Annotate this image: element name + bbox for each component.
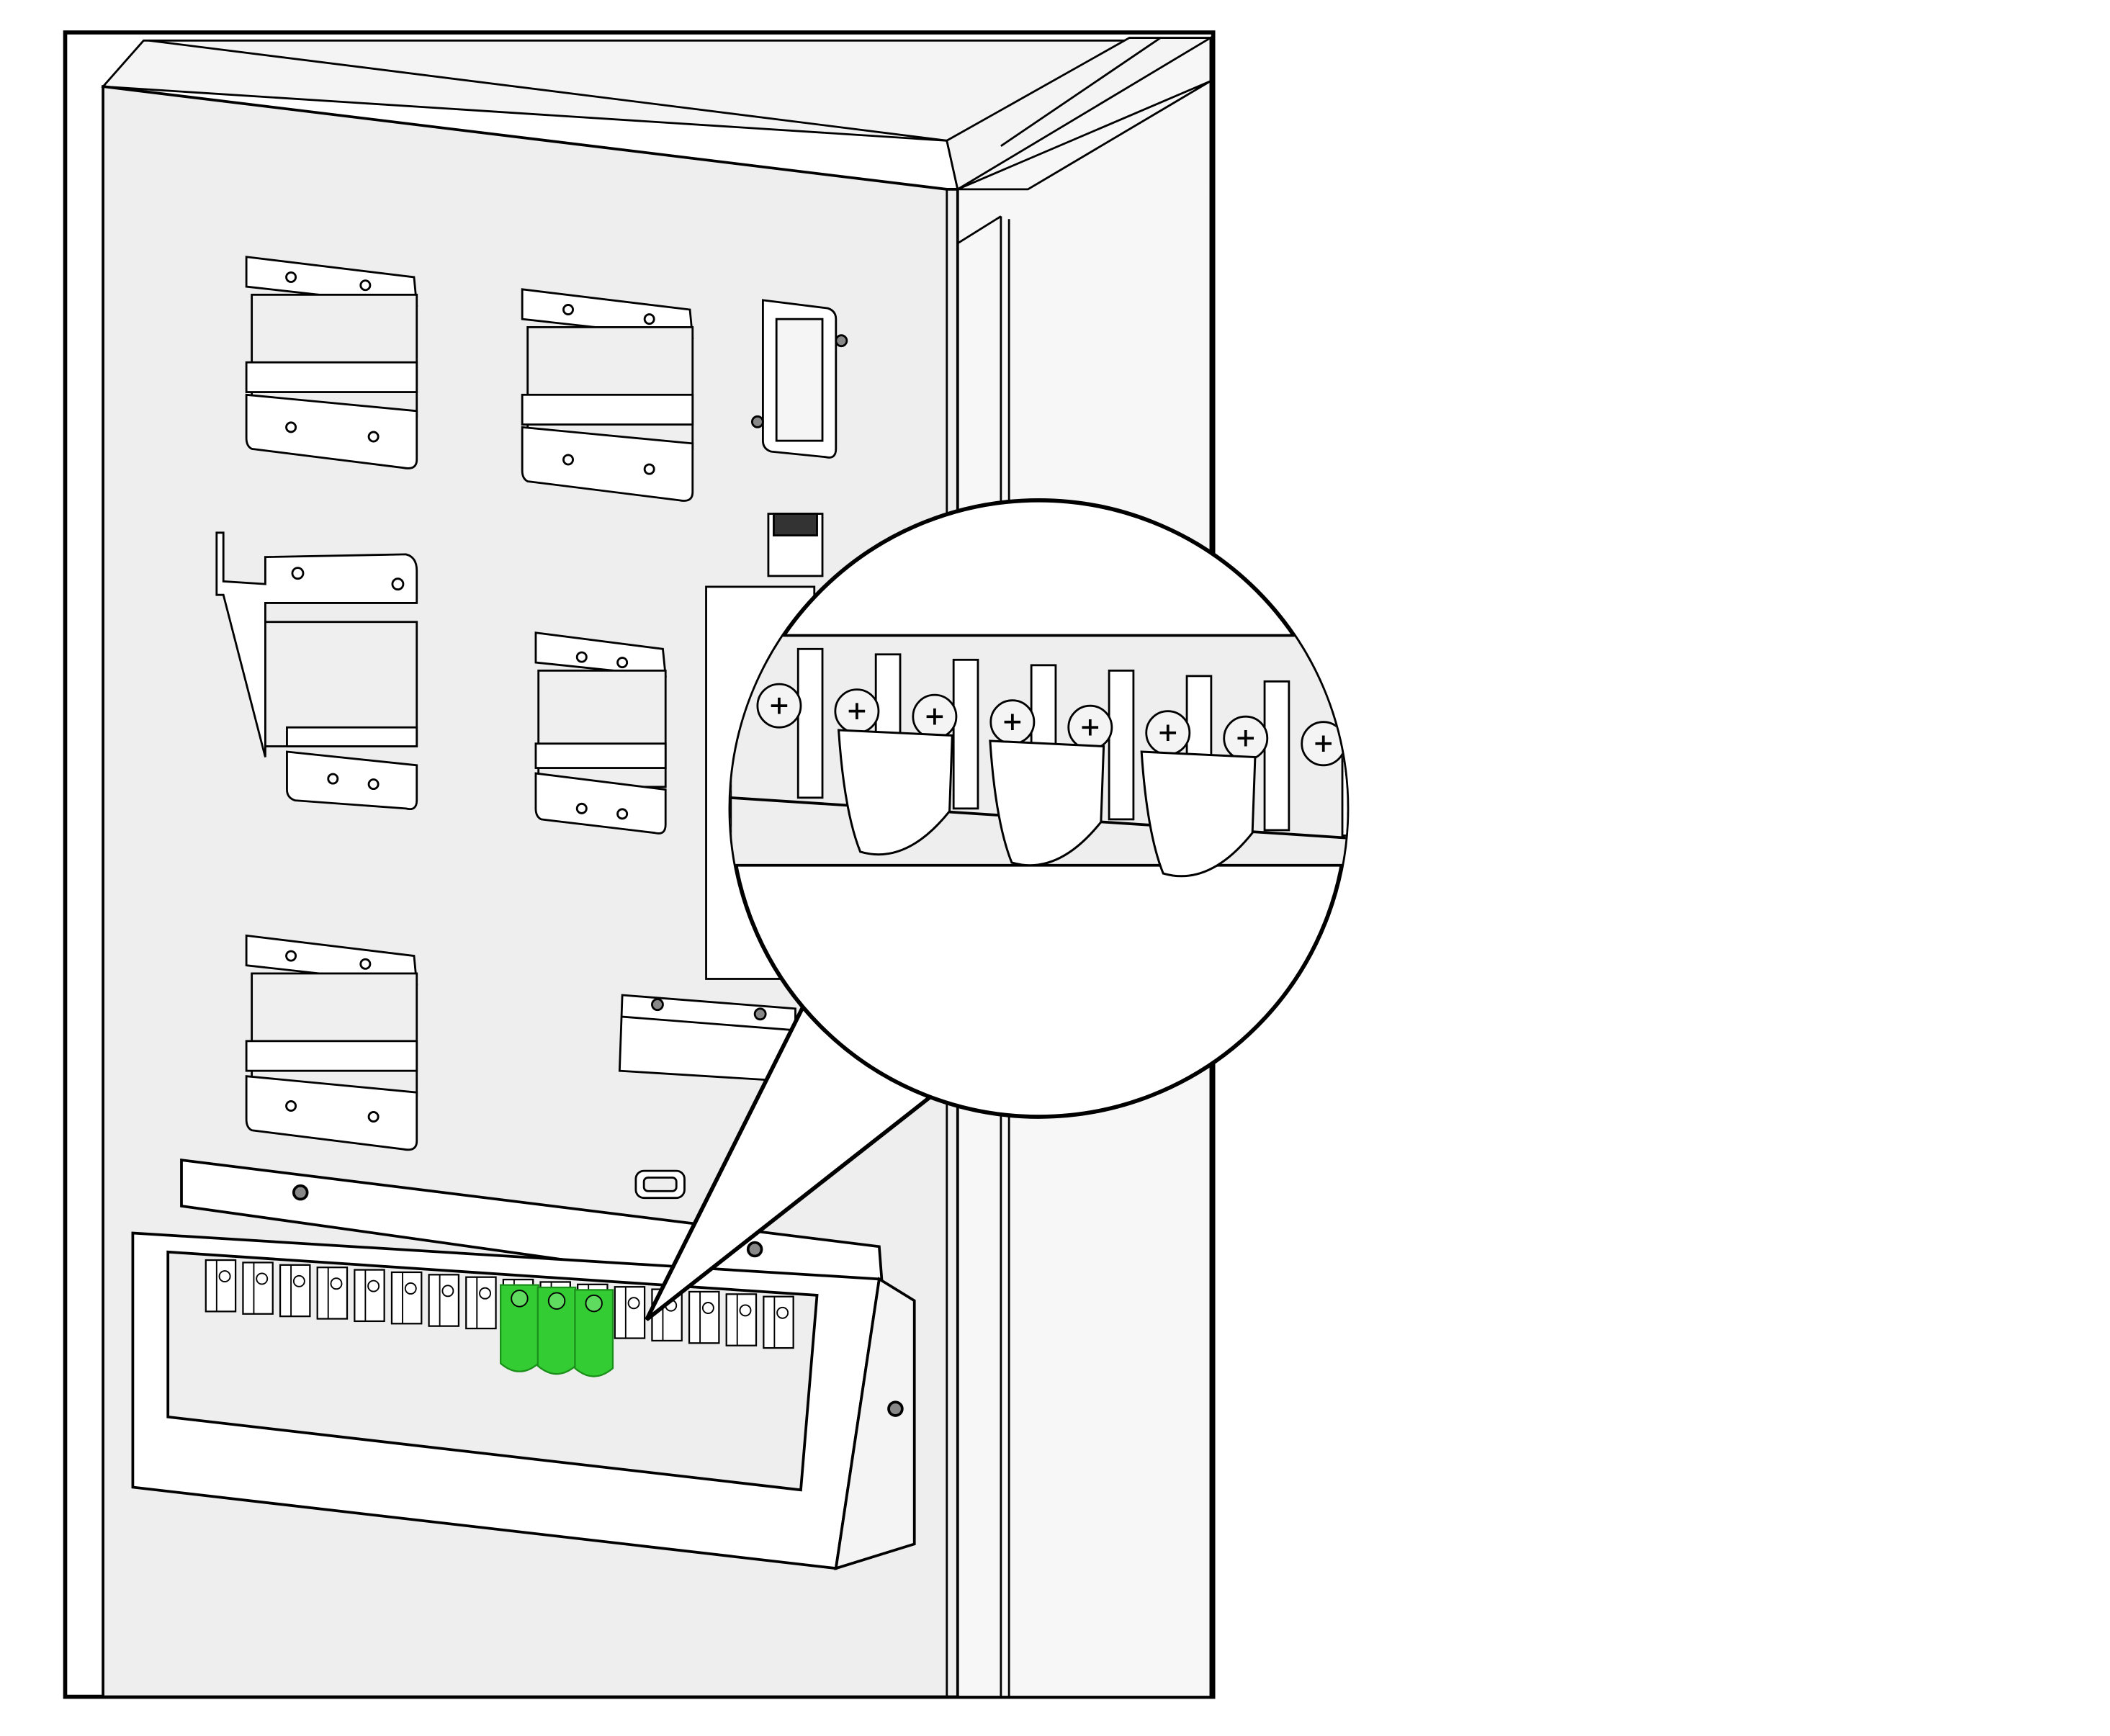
terminal-8: [465, 1276, 497, 1330]
lug-screw: [511, 1290, 529, 1308]
terminal-2: [242, 1261, 274, 1315]
screw-cross: [1004, 714, 1021, 730]
busbar-holder: [618, 994, 796, 1083]
terminal-body: [763, 1295, 794, 1349]
terminal-screw: [218, 1270, 231, 1283]
magnified-cable-lug: [837, 729, 953, 856]
magnified-cable-lug: [989, 739, 1105, 867]
terminal-body: [316, 1267, 349, 1320]
terminal-14: [688, 1290, 720, 1344]
terminal-4: [316, 1267, 349, 1320]
magnified-cable-lug: [1140, 750, 1257, 878]
terminal-12: [614, 1286, 646, 1339]
terminal-barrier: [1263, 680, 1290, 832]
terminal-body: [465, 1276, 497, 1330]
screw-cross: [1315, 735, 1332, 752]
mounting-bracket-middle-center: [534, 631, 667, 835]
screw-cross: [771, 697, 788, 714]
terminal-screw: [701, 1302, 714, 1314]
terminal-screw: [367, 1279, 380, 1292]
terminal-screw: [441, 1285, 454, 1297]
cable-port-window: [750, 299, 848, 459]
terminal-body: [354, 1269, 385, 1323]
terminal-body: [279, 1264, 311, 1318]
terminal-screw: [479, 1287, 491, 1300]
mounting-bracket-top-left: [245, 256, 418, 469]
screw-cross: [1082, 719, 1099, 736]
terminal-screw: [330, 1277, 343, 1290]
terminal-screw: [404, 1282, 417, 1295]
screw-cross: [926, 708, 943, 725]
terminal-screw: [256, 1272, 269, 1285]
terminal-5: [354, 1269, 385, 1323]
mounting-bracket-top-center: [521, 288, 694, 502]
terminal-body: [428, 1274, 460, 1327]
terminal-1: [205, 1259, 237, 1313]
dsub-connector: [634, 1169, 686, 1200]
lug-screw: [585, 1294, 603, 1313]
terminal-screw: [776, 1306, 789, 1319]
small-switch: [767, 513, 824, 577]
terminal-barrier: [1341, 685, 1347, 837]
terminal-11: [574, 1283, 614, 1377]
magnified-terminal-1: [756, 647, 824, 799]
terminal-barrier: [796, 647, 824, 799]
magnified-view: [645, 498, 1350, 1321]
magnified-terminal-7: [1223, 680, 1290, 832]
terminal-16: [763, 1295, 794, 1349]
terminal-7: [428, 1274, 460, 1327]
terminal-3: [279, 1264, 311, 1318]
mounting-bracket-bottom-left: [245, 934, 418, 1151]
cabinet-top: [101, 36, 1213, 192]
screw-cross: [1159, 724, 1177, 741]
terminal-screw: [292, 1274, 305, 1287]
terminal-9: [500, 1278, 539, 1372]
terminal-body: [688, 1290, 720, 1344]
screw-cross: [1237, 729, 1254, 747]
terminal-body: [725, 1293, 758, 1346]
terminal-body: [390, 1271, 423, 1325]
terminal-strip: [205, 1259, 794, 1377]
terminal-screw: [627, 1297, 640, 1310]
terminal-15: [725, 1293, 758, 1346]
magnified-terminal-5: [1067, 669, 1135, 821]
highlighted-cable-lug: [574, 1289, 614, 1377]
terminal-barrier: [1108, 669, 1135, 821]
magnified-terminal-strip: [730, 634, 1347, 878]
terminal-10: [537, 1281, 577, 1375]
mounting-bracket-middle-left: [215, 531, 418, 810]
terminal-screw: [739, 1304, 752, 1317]
magnified-terminal-3: [912, 658, 979, 810]
screw-cross: [848, 703, 866, 719]
terminal-body: [614, 1286, 646, 1339]
terminal-6: [390, 1271, 423, 1325]
terminal-body: [205, 1259, 237, 1313]
terminal-barrier: [952, 658, 979, 810]
terminal-body: [242, 1261, 274, 1315]
lug-screw: [547, 1292, 566, 1310]
